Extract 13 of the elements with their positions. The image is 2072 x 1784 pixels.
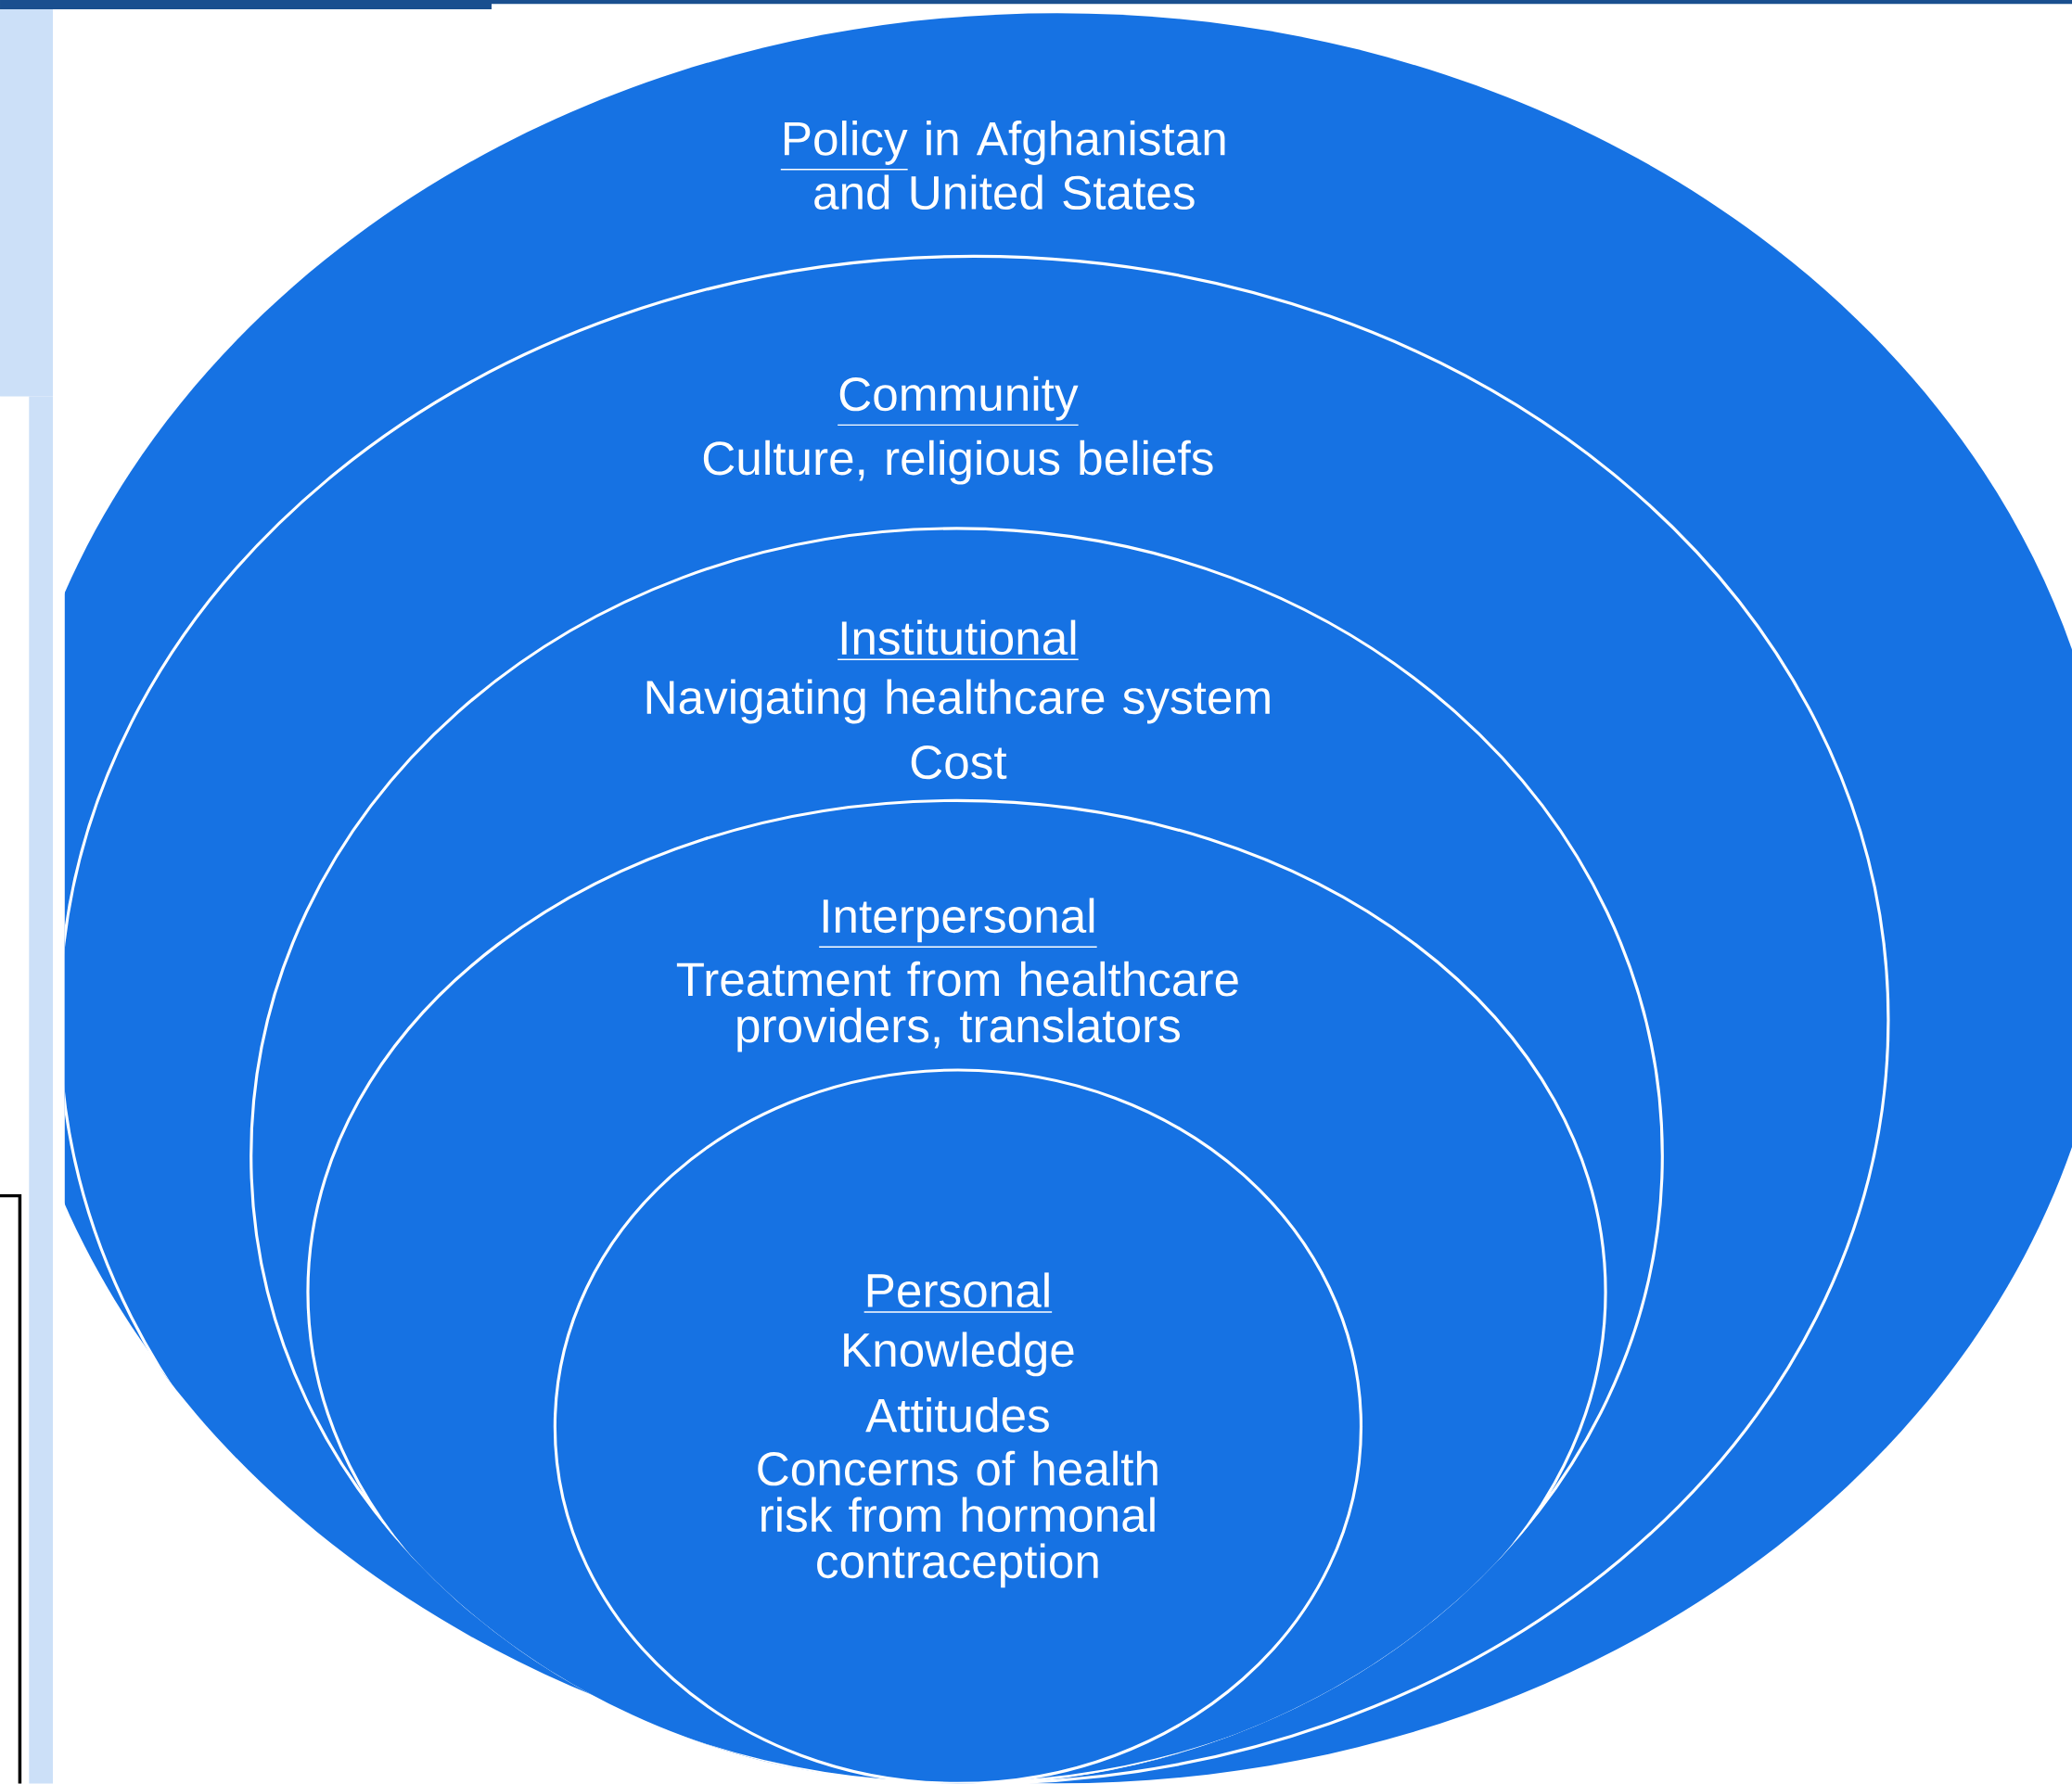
layer-heading: Institutional — [837, 619, 1080, 660]
layer-text: Treatment from healthcare providers, translators — [676, 961, 1238, 1052]
layer-text: Attitudes — [865, 1397, 1049, 1433]
layer-heading: Personal — [863, 1272, 1053, 1313]
layer-text: Concerns of health risk from hormonal contraception — [758, 1450, 1158, 1588]
layer-text: Cost — [911, 745, 1007, 780]
layer-heading: Community — [837, 376, 1080, 427]
layer-text: Culture, religious beliefs — [703, 440, 1213, 485]
layer-heading: Interpersonal — [818, 898, 1098, 948]
layer-text: Knowledge — [844, 1332, 1074, 1377]
layer-title: Policy in Afghanistan and United States — [780, 121, 1225, 210]
layer-text: Navigating healthcare system — [646, 679, 1270, 724]
ellipse-layer — [553, 1068, 1363, 1784]
